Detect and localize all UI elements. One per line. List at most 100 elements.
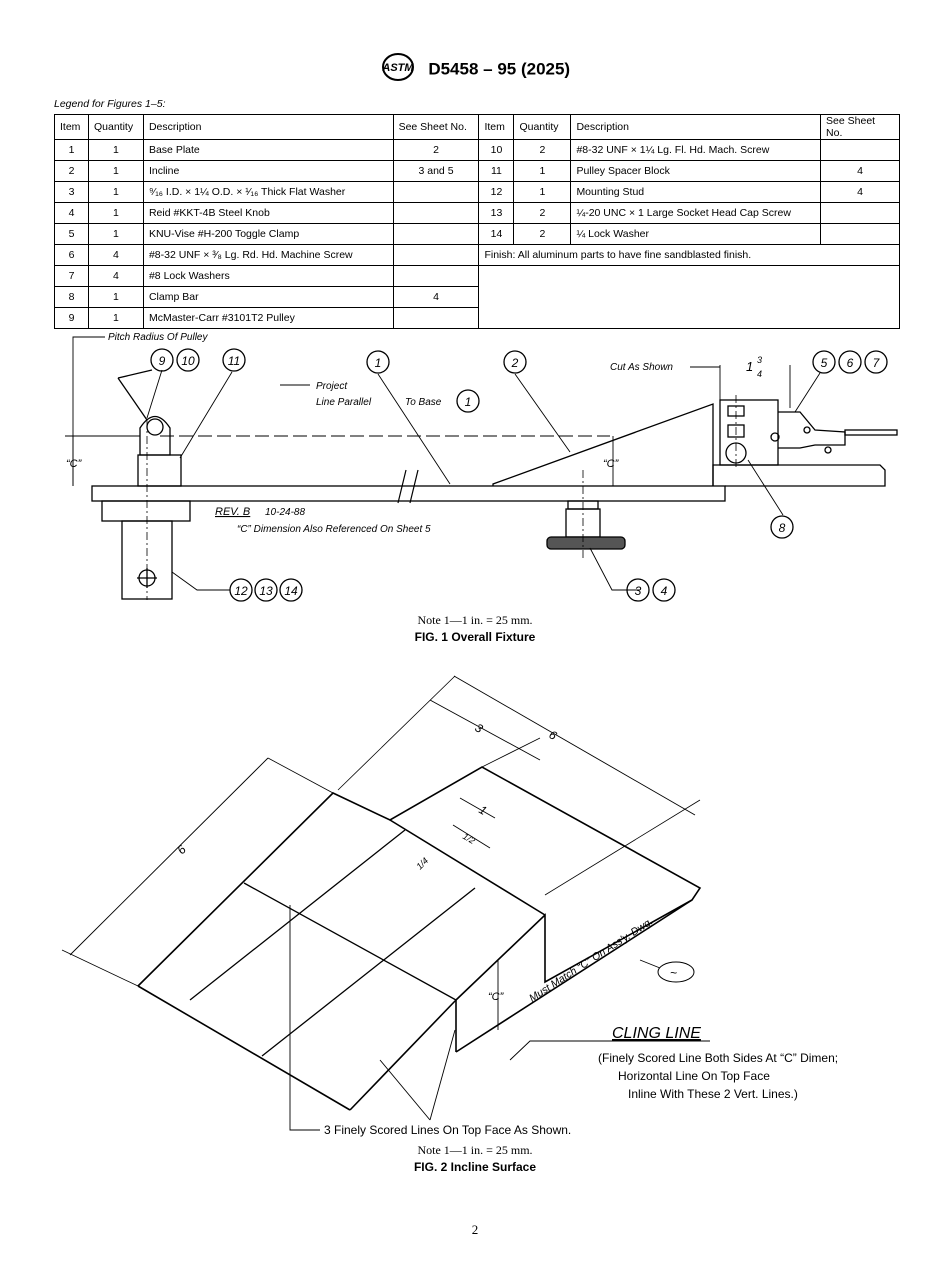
cut-as-shown-label: Cut As Shown <box>610 362 673 373</box>
cell-item: 13 <box>478 202 515 224</box>
cell-desc: ¼ Lock Washer <box>570 223 822 245</box>
cell-item: 10 <box>478 139 515 161</box>
table-row: 5 1 KNU-Vise #H-200 Toggle Clamp 14 2 ¼ … <box>54 223 900 245</box>
page-number: 2 <box>471 1222 479 1237</box>
col-header-quantity: Quantity <box>513 114 572 140</box>
c-dim-left: “C” <box>66 458 83 470</box>
fig1-caption: FIG. 1 Overall Fixture <box>414 630 536 644</box>
fig2-drawing: 6 3 6 1 1/2 1/4 “C” Must Match “C” On As… <box>61 675 838 1137</box>
table-row: 9 1 McMaster-Carr #3101T2 Pulley <box>54 307 900 329</box>
col-header-item: Item <box>478 114 515 140</box>
balloon-1b: 1 <box>465 395 472 409</box>
dim-whole: 1 <box>746 359 753 374</box>
c-ref-label: “C” Dimension Also Referenced On Sheet 5 <box>237 524 431 535</box>
col-header-sheet: See Sheet No. <box>820 114 900 140</box>
balloon-5: 5 <box>821 356 828 370</box>
cell-desc: Pulley Spacer Block <box>570 160 822 182</box>
col-header-sheet: See Sheet No. <box>392 114 480 140</box>
cell-desc: Base Plate <box>142 139 394 161</box>
cling-line-2: Horizontal Line On Top Face <box>618 1069 770 1083</box>
col-header-quantity: Quantity <box>87 114 144 140</box>
must-match-label: Must Match “C” On Ass'y. Dwg. <box>527 916 655 1005</box>
table-row: 4 1 Reid #KKT-4B Steel Knob 13 2 ¼-20 UN… <box>54 202 900 224</box>
scored-lines-label: 3 Finely Scored Lines On Top Face As Sho… <box>324 1123 571 1137</box>
balloon-2: 2 <box>511 356 519 370</box>
base-plate <box>91 485 726 502</box>
astm-logo-icon: ASTM <box>380 52 416 87</box>
cell-sheet <box>392 181 480 203</box>
cell-qty: 1 <box>87 181 144 203</box>
cell-item: 1 <box>54 139 89 161</box>
standard-designation: D5458 – 95 (2025) <box>428 59 571 79</box>
cell-sheet: 2 <box>392 139 480 161</box>
balloon-10: 10 <box>181 354 195 368</box>
cell-sheet <box>392 265 480 287</box>
cell-qty: 1 <box>513 181 572 203</box>
incline <box>492 403 714 486</box>
dim-num: 3 <box>757 355 762 365</box>
balloon-1: 1 <box>375 356 382 370</box>
cell-item: 5 <box>54 223 89 245</box>
cell-sheet: 4 <box>392 286 480 308</box>
c-dim-right: “C” <box>603 458 620 470</box>
cell-qty: 1 <box>87 160 144 182</box>
cling-line-title: CLING LINE <box>612 1025 701 1042</box>
cell-desc: #8-32 UNF × ³⁄₈ Lg. Rd. Hd. Machine Scre… <box>142 244 394 266</box>
fig2-caption: FIG. 2 Incline Surface <box>413 1160 537 1174</box>
project-label-2: Line Parallel <box>316 397 372 408</box>
cell-item: 4 <box>54 202 89 224</box>
cell-qty: 1 <box>87 202 144 224</box>
dim-quarter: 1/4 <box>414 855 430 871</box>
cell-sheet <box>820 223 900 245</box>
balloon-6: 6 <box>847 356 854 370</box>
balloon-3: 3 <box>635 584 642 598</box>
cell-item: 7 <box>54 265 89 287</box>
rev-label: REV. B <box>215 506 250 518</box>
cell-sheet: 4 <box>820 160 900 182</box>
table-row: 6 4 #8-32 UNF × ³⁄₈ Lg. Rd. Hd. Machine … <box>54 244 900 266</box>
fig1-note: Note 1—1 in. = 25 mm. <box>417 613 533 627</box>
cell-item: 8 <box>54 286 89 308</box>
project-label-1: Project <box>316 381 348 392</box>
balloon-8: 8 <box>779 521 786 535</box>
balloon-7: 7 <box>873 356 881 370</box>
incline-outline <box>137 766 702 1001</box>
finish-note: Finish: All aluminum parts to have fine … <box>478 244 900 266</box>
dim-3: 3 <box>473 720 486 736</box>
rev-date: 10-24-88 <box>265 507 305 518</box>
balloon-4: 4 <box>661 584 668 598</box>
cell-desc: KNU-Vise #H-200 Toggle Clamp <box>142 223 394 245</box>
balloon-14: 14 <box>284 584 298 598</box>
table-row: 3 1 ⁹⁄₁₆ I.D. × 1¼ O.D. × ¹⁄₁₆ Thick Fla… <box>54 181 900 203</box>
balloon-13: 13 <box>259 584 273 598</box>
cell-desc: Incline <box>142 160 394 182</box>
cell-desc: #8 Lock Washers <box>142 265 394 287</box>
balloon-9: 9 <box>159 354 166 368</box>
cell-desc: Mounting Stud <box>570 181 822 203</box>
cell-sheet <box>392 307 480 329</box>
cell-desc: ⁹⁄₁₆ I.D. × 1¼ O.D. × ¹⁄₁₆ Thick Flat Wa… <box>142 181 394 203</box>
balloon-12: 12 <box>234 584 248 598</box>
cell-item: 2 <box>54 160 89 182</box>
cell-desc: Clamp Bar <box>142 286 394 308</box>
cell-item: 12 <box>478 181 515 203</box>
cell-sheet <box>392 202 480 224</box>
cling-line-3: Inline With These 2 Vert. Lines.) <box>628 1087 798 1101</box>
cell-qty: 2 <box>513 139 572 161</box>
col-header-description: Description <box>570 114 822 140</box>
fig2-note: Note 1—1 in. = 25 mm. <box>417 1143 533 1157</box>
cell-qty: 1 <box>87 139 144 161</box>
to-base-label: To Base <box>405 397 442 408</box>
c-label: “C” <box>488 991 505 1003</box>
cell-item: 14 <box>478 223 515 245</box>
cell-qty: 4 <box>87 244 144 266</box>
col-header-item: Item <box>54 114 89 140</box>
cell-sheet: 4 <box>820 181 900 203</box>
cell-desc: McMaster-Carr #3101T2 Pulley <box>142 307 394 329</box>
table-row: 7 4 #8 Lock Washers <box>54 265 900 329</box>
cell-qty: 2 <box>513 223 572 245</box>
cell-sheet <box>820 139 900 161</box>
cell-sheet <box>820 202 900 224</box>
symbol: ~ <box>670 966 677 980</box>
cell-desc: Reid #KKT-4B Steel Knob <box>142 202 394 224</box>
